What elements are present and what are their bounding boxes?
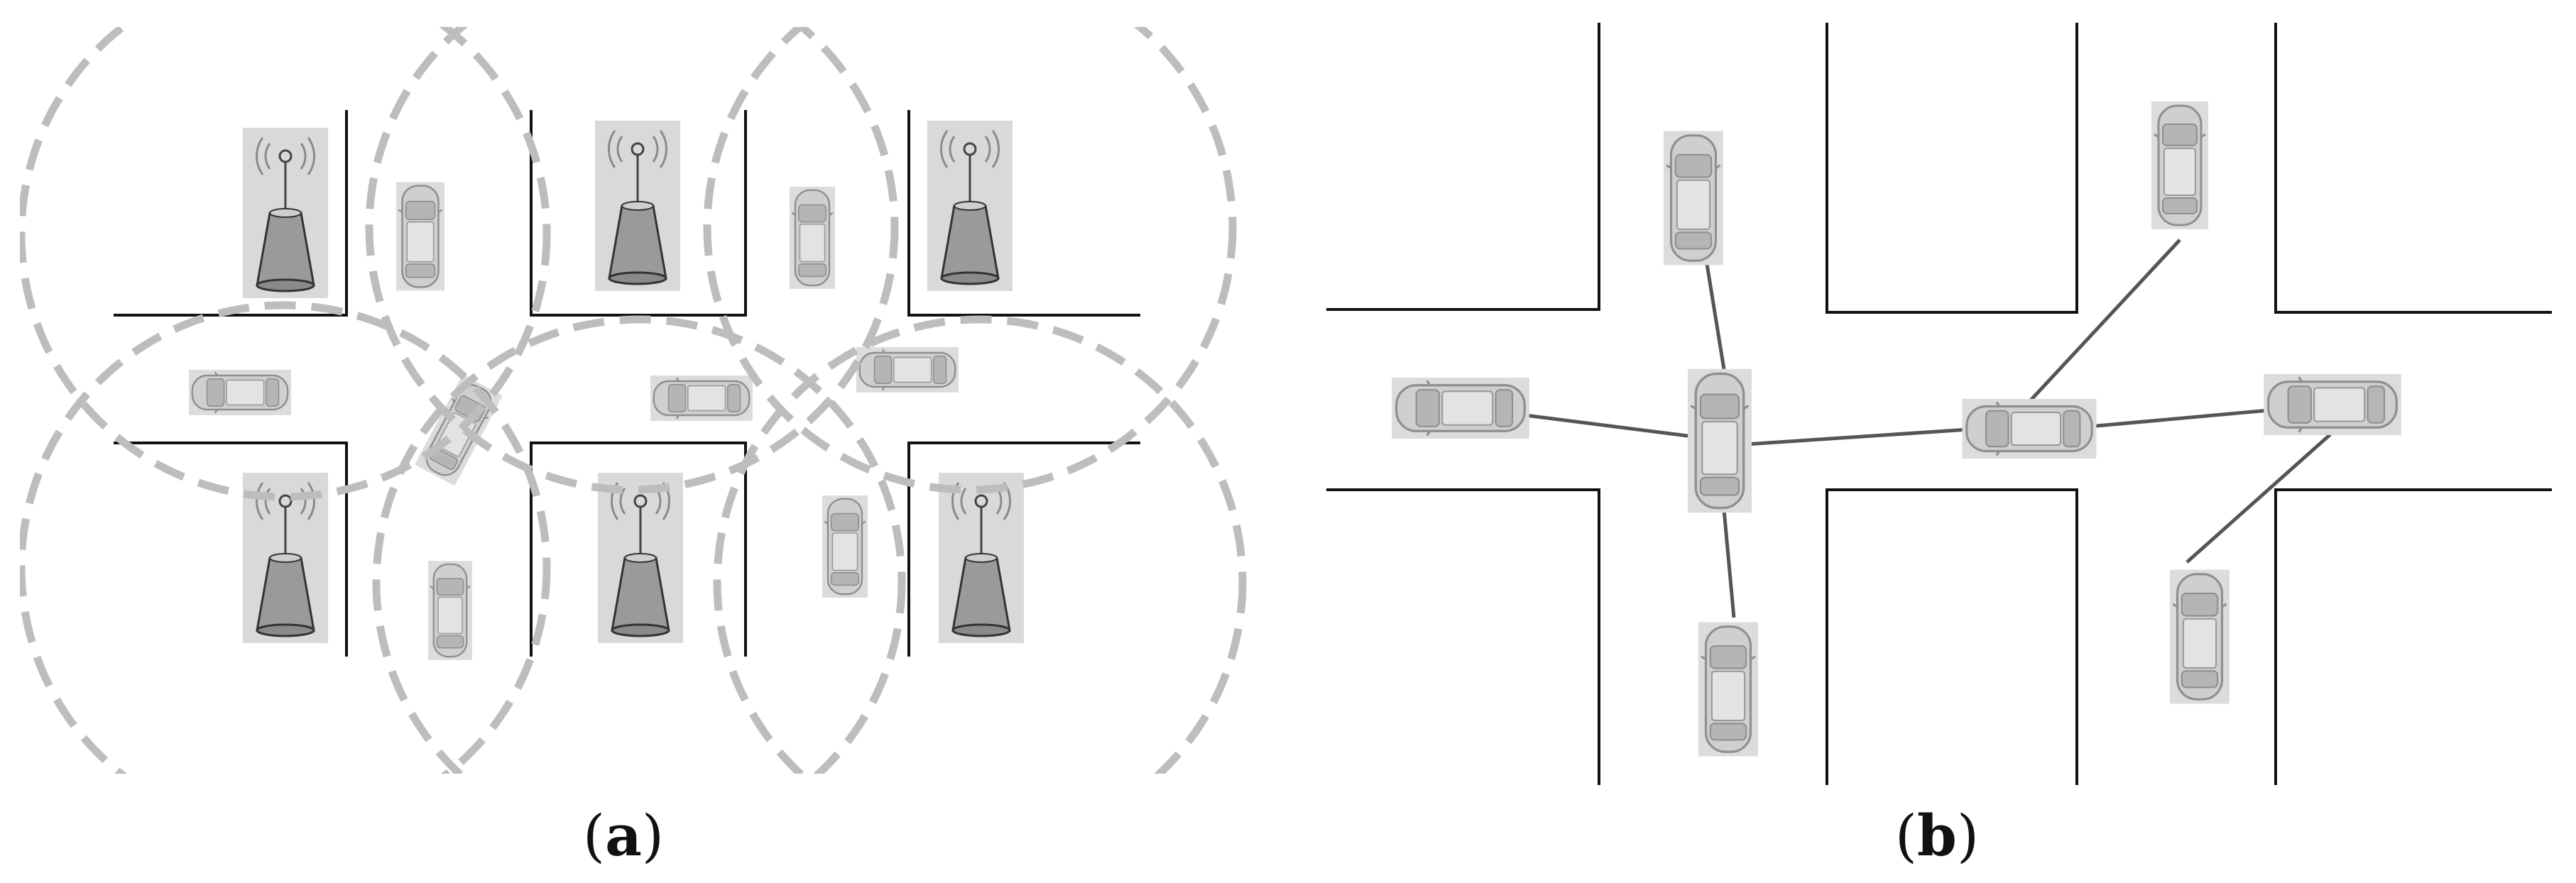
panel-b: [1326, 23, 2552, 785]
cell-tower-icon: [595, 121, 680, 291]
coverage-circle: [17, 301, 551, 835]
car-icon: [822, 494, 868, 599]
car-icon: [187, 370, 293, 415]
car-icon: [790, 185, 835, 290]
cell-tower-icon: [927, 121, 1013, 291]
car-icon: [1688, 367, 1752, 515]
road-edge: [114, 442, 348, 657]
v2v-link: [1722, 509, 1736, 618]
panel-b-roads: [1326, 23, 2552, 785]
road-edge: [114, 110, 348, 317]
car-icon: [1960, 399, 2098, 459]
coverage-circle: [713, 315, 1247, 849]
coverage-circle: [703, 0, 1237, 494]
coverage-circle: [365, 0, 899, 494]
caption-a: (a): [582, 802, 665, 869]
car-icon: [396, 181, 444, 292]
cell-tower-icon: [243, 128, 328, 298]
car-icon: [2151, 100, 2208, 231]
panel-b-links: [1463, 180, 2332, 618]
road-edge: [530, 110, 747, 317]
cell-tower-icon: [598, 473, 683, 643]
car-icon: [649, 375, 754, 421]
cell-tower-icon: [939, 473, 1024, 643]
road-edge: [530, 442, 747, 657]
road-edge: [1326, 23, 1600, 311]
panel-a-roads: [114, 110, 1140, 657]
caption-b: (b): [1894, 802, 1980, 869]
v2v-link: [1745, 425, 2002, 446]
car-icon: [2170, 568, 2230, 706]
car-icon: [1390, 378, 1531, 439]
road-edge: [1825, 23, 2078, 314]
coverage-circle: [372, 315, 906, 849]
car-icon: [1664, 129, 1723, 267]
panel-a: [0, 0, 1247, 883]
car-icon: [1698, 620, 1758, 758]
v2v-link: [2185, 433, 2332, 564]
road-edge: [907, 442, 1140, 657]
road-edge: [2274, 23, 2552, 314]
car-icon: [855, 347, 960, 393]
panel-a-coverage: [17, 0, 1247, 849]
road-edge: [1326, 488, 1600, 785]
car-icon: [2262, 374, 2403, 435]
v2v-link: [2028, 238, 2181, 403]
road-edge: [907, 110, 1140, 317]
road-edge: [2274, 488, 2552, 785]
panel-b-cars: [1390, 100, 2403, 758]
car-icon: [428, 559, 472, 662]
road-edge: [1825, 488, 2078, 785]
coverage-circle: [17, 0, 551, 501]
